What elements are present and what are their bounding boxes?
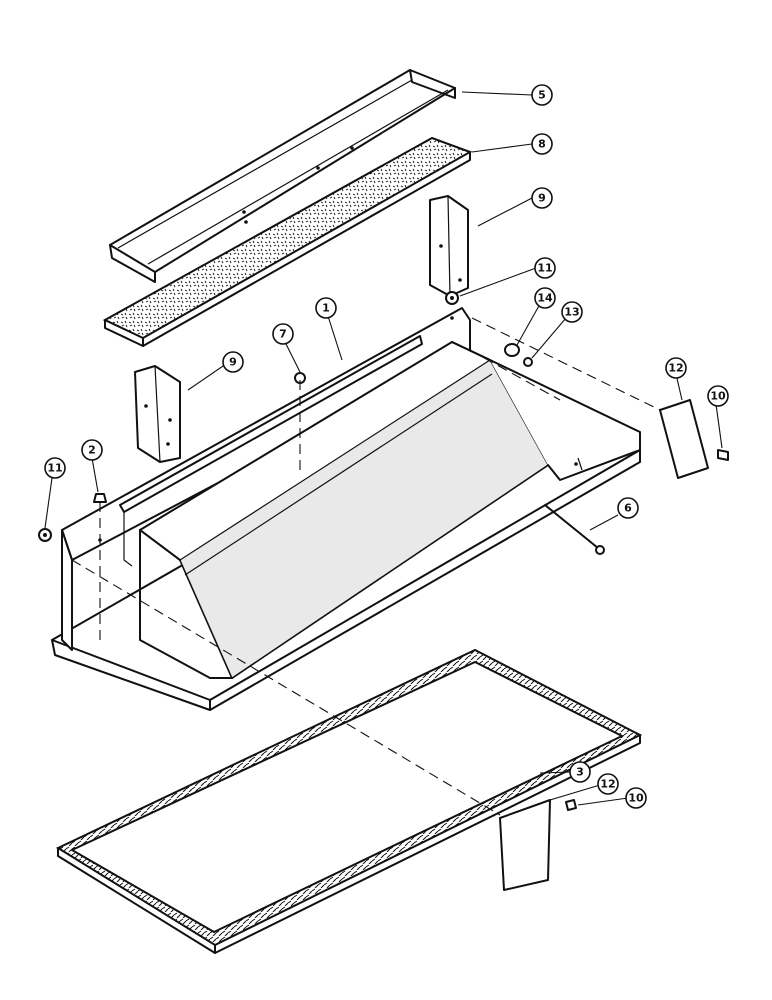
callout-12-lower: 12 bbox=[597, 773, 619, 795]
top-channel-part bbox=[109, 69, 456, 283]
assembly-guide-lines bbox=[71, 317, 661, 816]
callout-9-upper: 9 bbox=[531, 187, 553, 209]
callout-label: 13 bbox=[564, 306, 579, 319]
housing-part bbox=[51, 307, 641, 711]
callout-label: 5 bbox=[538, 89, 546, 102]
lower-bracket-part bbox=[134, 365, 181, 463]
callout-1: 1 bbox=[315, 297, 337, 319]
callout-label: 11 bbox=[47, 462, 62, 475]
hardware-parts bbox=[38, 291, 729, 811]
upper-bracket-part bbox=[429, 195, 469, 297]
callout-11-upper: 11 bbox=[534, 257, 556, 279]
callout-9-lower: 9 bbox=[222, 351, 244, 373]
callout-14: 14 bbox=[534, 287, 556, 309]
callout-10-lower: 10 bbox=[625, 787, 647, 809]
callout-8: 8 bbox=[531, 133, 553, 155]
callout-label: 10 bbox=[710, 390, 726, 403]
callout-6: 6 bbox=[617, 497, 639, 519]
callout-label: 9 bbox=[538, 192, 546, 205]
callout-11-lower: 11 bbox=[44, 457, 66, 479]
callout-7: 7 bbox=[272, 323, 294, 345]
lower-cover-plate-part bbox=[499, 799, 551, 891]
callout-label: 1 bbox=[322, 302, 330, 315]
callout-label: 12 bbox=[668, 362, 683, 375]
callout-label: 9 bbox=[229, 356, 237, 369]
callout-label: 12 bbox=[600, 778, 615, 791]
callout-12-upper: 12 bbox=[665, 357, 687, 379]
gasket-frame-part bbox=[55, 648, 643, 954]
callout-3: 3 bbox=[569, 761, 591, 783]
callout-label: 10 bbox=[628, 792, 644, 805]
upper-cover-plate-part bbox=[659, 399, 709, 479]
callout-5: 5 bbox=[531, 84, 553, 106]
callout-label: 14 bbox=[537, 292, 553, 305]
callout-13: 13 bbox=[561, 301, 583, 323]
leader-lines bbox=[44, 91, 723, 806]
callout-label: 11 bbox=[537, 262, 552, 275]
callout-label: 7 bbox=[279, 328, 287, 341]
callout-10-upper: 10 bbox=[707, 385, 729, 407]
callout-label: 2 bbox=[88, 444, 96, 457]
callout-label: 6 bbox=[624, 502, 632, 515]
callout-2: 2 bbox=[81, 439, 103, 461]
callout-label: 3 bbox=[576, 766, 584, 779]
callout-label: 8 bbox=[538, 138, 546, 151]
foam-filter-part bbox=[102, 136, 473, 347]
